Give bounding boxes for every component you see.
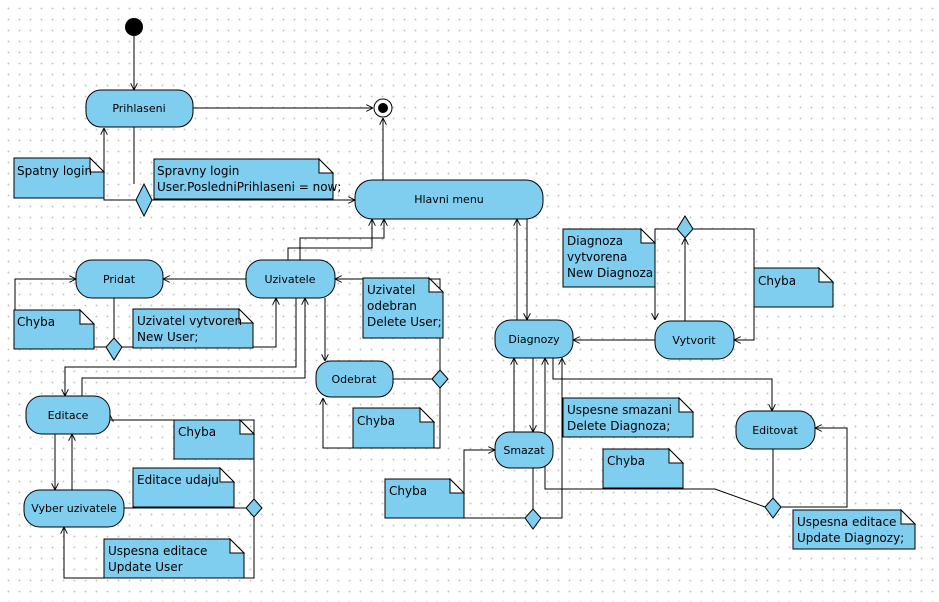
edge-editovat-decision-editovat <box>781 428 848 508</box>
action-label: Hlavni menu <box>414 193 484 206</box>
decision-odebrat[interactable] <box>431 369 449 389</box>
note-line: Editace udaju <box>137 473 219 487</box>
note-line: Delete Diagnoza; <box>567 419 670 433</box>
edge-uzivatele-editace <box>65 298 297 396</box>
note-uzivatel-odebran: Uzivatel odebran Delete User; <box>362 276 445 339</box>
note-line: Update User <box>108 560 183 574</box>
note-line: Uspesna editace <box>797 515 896 529</box>
note-line: Diagnoza <box>567 234 623 248</box>
decision-editovat[interactable] <box>764 497 782 519</box>
decision-pridat[interactable] <box>105 337 123 361</box>
note-spatny-login: Spatny login <box>13 156 106 199</box>
note-pridat-chyba: Chyba <box>13 308 96 350</box>
note-line: odebran <box>367 299 417 313</box>
note-line: vytvorena <box>567 250 627 264</box>
note-vytvorit-chyba: Chyba <box>753 266 835 308</box>
note-uspesna-editace: Uspesna editace Update User <box>103 537 246 579</box>
note-line: Spravny login <box>157 164 239 178</box>
note-line: Chyba <box>357 414 395 428</box>
note-line: Chyba <box>178 425 216 439</box>
decision-vytvorit[interactable] <box>676 215 694 239</box>
action-editovat[interactable]: Editovat <box>735 410 816 450</box>
action-label: Vytvorit <box>672 334 716 347</box>
note-line: Uzivatel <box>367 283 415 297</box>
note-odebrat-chyba: Chyba <box>352 406 436 449</box>
note-uspesne-smazani: Uspesne smazani Delete Diagnoza; <box>562 396 695 438</box>
edge-smazat-decision-smazat <box>463 450 525 519</box>
edge-decision-prihlaseni <box>104 128 136 201</box>
edge-smazat-decision-diagnozy <box>541 358 562 519</box>
action-uzivatele[interactable]: Uzivatele <box>245 259 336 299</box>
note-smazat-chyba: Chyba <box>384 477 466 519</box>
initial-node <box>125 18 143 36</box>
note-line: Chyba <box>758 274 796 288</box>
action-label: Prihlaseni <box>112 102 165 115</box>
edge-editace-uzivatele <box>81 298 305 396</box>
action-label: Editace <box>48 409 89 422</box>
note-line: Uspesne smazani <box>567 403 672 417</box>
action-prihlaseni[interactable]: Prihlaseni <box>85 89 194 128</box>
note-editace-chyba: Chyba <box>173 418 256 460</box>
note-editovat-chyba: Chyba <box>602 447 685 489</box>
edge-uzivatele-hlavni-menu-a <box>287 219 372 260</box>
note-line: New User; <box>137 330 198 344</box>
note-spravny-login: Spravny login User.PosledniPrihlaseni = … <box>153 157 341 200</box>
action-label: Uzivatele <box>264 273 315 286</box>
action-label: Diagnozy <box>508 333 560 346</box>
action-label: Editovat <box>752 424 798 437</box>
note-line: Chyba <box>389 484 427 498</box>
action-label: Smazat <box>503 444 545 457</box>
decision-login[interactable] <box>135 182 153 218</box>
note-line: New Diagnoza <box>567 266 653 280</box>
note-diagnoza-vytvorena: Diagnoza vytvorena New Diagnoza <box>562 227 657 288</box>
note-line: Chyba <box>17 315 55 329</box>
action-smazat[interactable]: Smazat <box>494 431 554 469</box>
note-editace-udaju: Editace udaju <box>132 466 236 508</box>
action-label: Vyber uzivatele <box>31 502 117 515</box>
note-line: Uzivatel vytvoren <box>137 314 242 328</box>
edge-uzivatele-hlavni-menu-b <box>299 219 384 260</box>
note-uspesna-editace-diagnozy: Uspesna editace Update Diagnozy; <box>792 508 917 550</box>
action-pridat[interactable]: Pridat <box>75 259 164 299</box>
note-line: Spatny login <box>17 164 92 178</box>
note-uzivatel-vytvoren: Uzivatel vytvoren New User; <box>132 307 255 349</box>
final-node <box>373 98 393 118</box>
action-vytvorit[interactable]: Vytvorit <box>654 320 735 360</box>
decision-editace[interactable] <box>245 498 263 518</box>
note-line: Update Diagnozy; <box>797 531 904 545</box>
note-line: User.PosledniPrihlaseni = now; <box>157 180 341 194</box>
note-line: Chyba <box>607 454 645 468</box>
note-line: Delete User; <box>367 315 442 329</box>
edge-editovat-decision-diagnozy <box>545 358 766 508</box>
action-vyber-uzivatele[interactable]: Vyber uzivatele <box>23 489 125 528</box>
action-hlavni-menu[interactable]: Hlavni menu <box>354 179 544 220</box>
action-diagnozy[interactable]: Diagnozy <box>494 319 574 359</box>
action-label: Odebrat <box>332 373 378 386</box>
action-label: Pridat <box>103 273 136 286</box>
action-editace[interactable]: Editace <box>25 395 111 435</box>
action-odebrat[interactable]: Odebrat <box>315 360 394 398</box>
decision-smazat[interactable] <box>524 508 542 530</box>
edge-diagnozy-editovat <box>552 358 772 411</box>
note-line: Uspesna editace <box>108 544 207 558</box>
edge-vytvorit-decision-diagnozy <box>655 228 677 320</box>
